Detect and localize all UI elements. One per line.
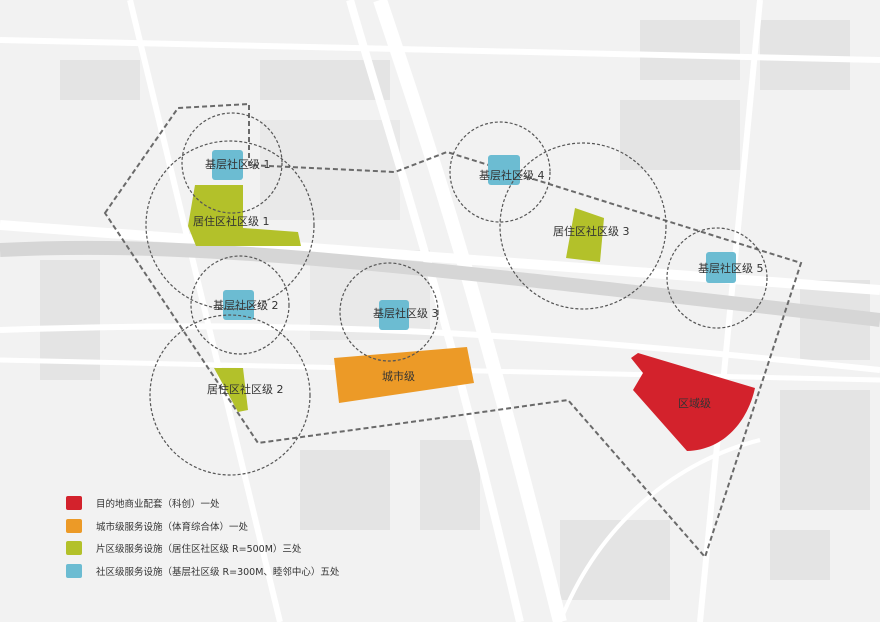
- legend-item-community: 社区级服务设施（基层社区级 R=300M、睦邻中心）五处: [66, 560, 339, 583]
- legend-text: 目的地商业配套（科创）一处: [96, 499, 220, 511]
- facility-regional: [631, 353, 755, 451]
- legend-swatch-community: [66, 563, 82, 578]
- legend: 目的地商业配套（科创）一处 城市级服务设施（体育综合体）一处 片区级服务设施（居…: [66, 492, 339, 582]
- label-community-5: 基层社区级 5: [698, 261, 764, 275]
- river: [0, 240, 880, 327]
- legend-swatch-district: [66, 541, 82, 556]
- facility-residential-3: [566, 208, 604, 262]
- radius-community-2: [190, 255, 290, 355]
- facility-residential-2: [214, 368, 248, 412]
- label-residential-1: 居住区社区级 1: [193, 214, 270, 228]
- radius-community-3: [339, 262, 439, 362]
- facility-community-4: [488, 155, 520, 185]
- radius-residential-2: [149, 314, 311, 476]
- label-city: 城市级: [382, 369, 415, 383]
- label-community-3: 基层社区级 3: [373, 306, 439, 320]
- legend-swatch-regional: [66, 496, 82, 511]
- facility-community-5: [706, 252, 736, 283]
- label-community-2: 基层社区级 2: [213, 298, 279, 312]
- radius-residential-3: [499, 142, 667, 310]
- facility-community-3: [379, 300, 409, 330]
- facility-community-1: [212, 150, 243, 180]
- map-labels: 基层社区级 1 居住区社区级 1 基层社区级 2 居住区社区级 2 基层社区级 …: [193, 157, 764, 410]
- radius-community-1: [181, 112, 283, 214]
- legend-item-district: 片区级服务设施（居住区社区级 R=500M）三处: [66, 537, 339, 560]
- legend-item-city: 城市级服务设施（体育综合体）一处: [66, 515, 339, 538]
- legend-text: 片区级服务设施（居住区社区级 R=500M）三处: [96, 544, 302, 556]
- legend-text: 城市级服务设施（体育综合体）一处: [96, 521, 249, 533]
- planning-boundary: [103, 102, 803, 559]
- service-areas: [188, 150, 755, 451]
- label-residential-3: 居住区社区级 3: [553, 224, 630, 238]
- radius-community-5: [666, 227, 768, 329]
- facility-residential-1: [188, 185, 301, 246]
- label-community-1: 基层社区级 1: [205, 157, 271, 171]
- radius-residential-1: [145, 140, 315, 310]
- label-regional: 区域级: [678, 397, 711, 410]
- service-radii: [145, 112, 768, 476]
- legend-text: 社区级服务设施（基层社区级 R=300M、睦邻中心）五处: [96, 566, 340, 578]
- facility-community-2: [223, 290, 254, 320]
- radius-community-4: [449, 121, 551, 223]
- legend-item-regional: 目的地商业配套（科创）一处: [66, 492, 339, 515]
- facility-city: [334, 347, 474, 403]
- legend-swatch-city: [66, 518, 82, 533]
- label-residential-2: 居住区社区级 2: [207, 382, 284, 396]
- label-community-4: 基层社区级 4: [479, 168, 545, 182]
